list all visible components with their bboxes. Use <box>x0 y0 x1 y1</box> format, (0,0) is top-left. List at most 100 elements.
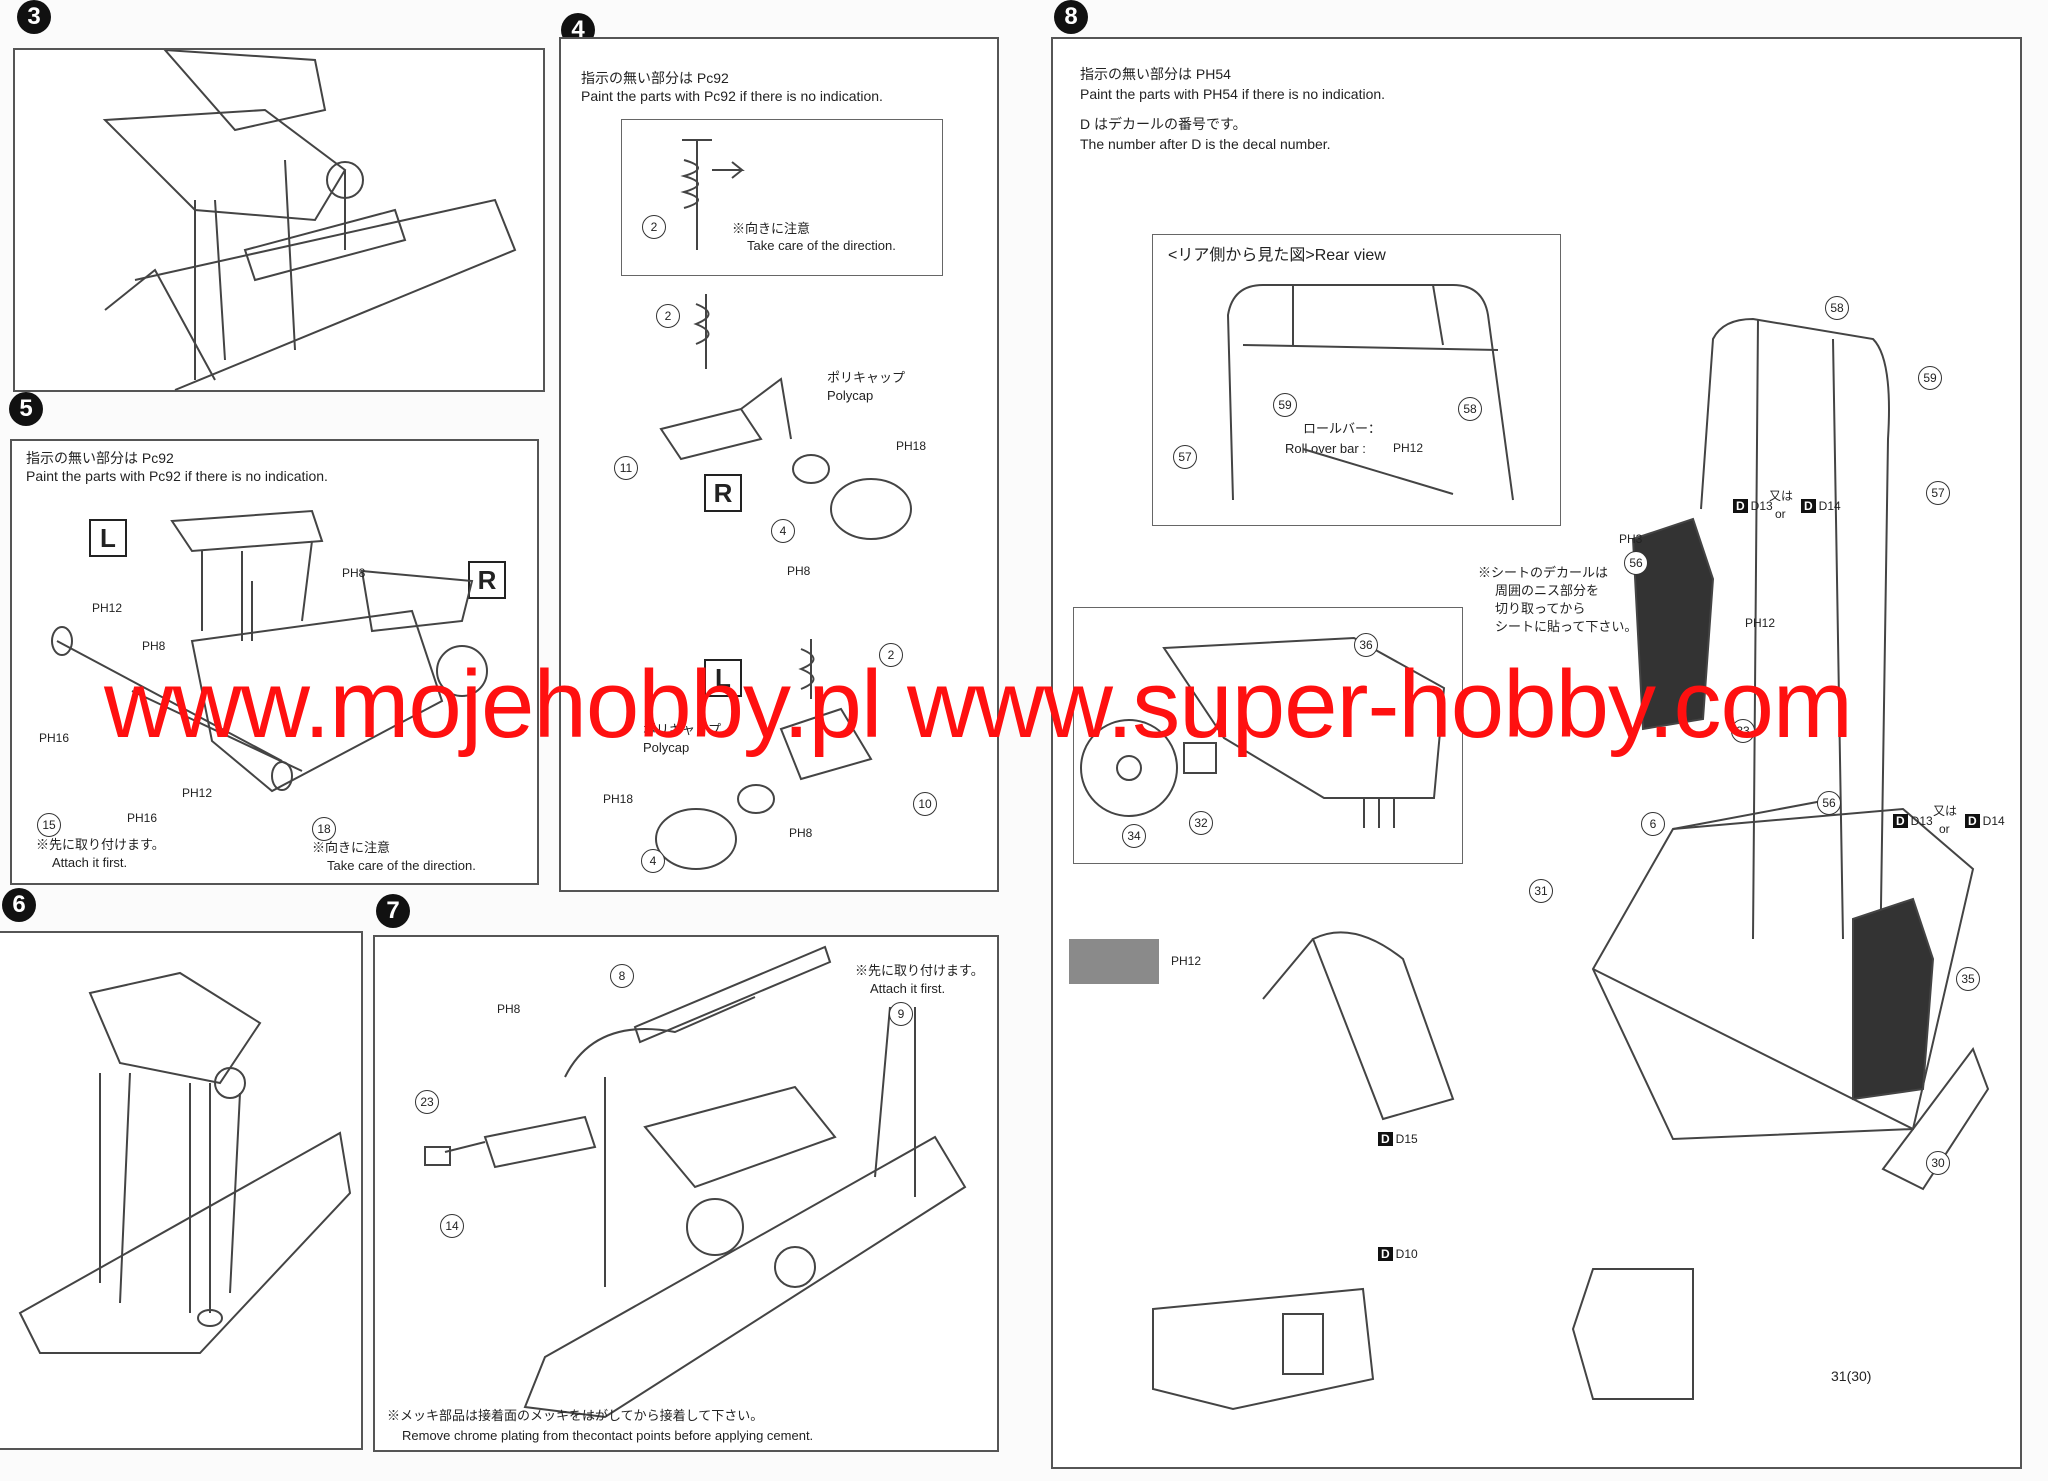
decal-d-icon: D <box>1378 1132 1393 1146</box>
step-5-panel: 指示の無い部分は Pc92 Paint the parts with Pc92 … <box>10 439 539 885</box>
part-number: 2 <box>642 215 666 239</box>
side-marker-r: R <box>704 474 742 512</box>
step-6-number: 6 <box>2 888 36 922</box>
attach-note-en: Attach it first. <box>870 981 946 996</box>
or-label-en: or <box>1775 507 1786 521</box>
polycap-label-en: Polycap <box>643 740 690 755</box>
decal-number: D14 <box>1982 814 2005 828</box>
door-panel-label: 31(30) <box>1831 1368 1872 1384</box>
paint-code: PH8 <box>789 826 813 840</box>
step-8-panel: 指示の無い部分は PH54 Paint the parts with PH54 … <box>1051 37 2022 1469</box>
part-number: 36 <box>1354 633 1378 657</box>
paint-code: PH8 <box>142 639 166 653</box>
part-number: 11 <box>614 456 638 480</box>
seat-note-line: ※シートのデカールは <box>1478 565 1609 580</box>
part-number: 9 <box>889 1002 913 1026</box>
paint-note-jp: 指示の無い部分は Pc92 <box>581 70 729 86</box>
or-label-en: or <box>1939 822 1950 836</box>
part-number: 33 <box>1731 719 1755 743</box>
part-number: 10 <box>913 792 937 816</box>
part-number: 2 <box>656 304 680 328</box>
dashboard-drawing <box>1080 636 1446 828</box>
paint-code: PH8 <box>342 566 366 580</box>
decal-d-icon: D <box>1965 814 1980 828</box>
step-5-number: 5 <box>9 392 43 426</box>
part-number: 59 <box>1918 366 1942 390</box>
part-number: 35 <box>1956 967 1980 991</box>
part-number: 32 <box>1189 811 1213 835</box>
rear-suspension-drawing <box>51 509 488 793</box>
rollbar-label-jp: ロールバー： <box>1303 421 1382 436</box>
part-number: 30 <box>1926 1151 1950 1175</box>
decal-d-icon: D <box>1733 499 1748 513</box>
chrome-note-en: Remove chrome plating from thecontact po… <box>402 1428 814 1443</box>
paint-code: PH18 <box>603 792 634 806</box>
shock-absorber-drawing <box>680 139 745 250</box>
part-number: 56 <box>1624 551 1648 575</box>
part-number: 57 <box>1173 445 1197 469</box>
decal-number: D13 <box>1750 499 1773 513</box>
paint-code: PH3 <box>1619 532 1643 546</box>
polycap-label-en: Polycap <box>827 388 874 403</box>
direction-inset: 2 ※向きに注意 Take care of the direction. <box>621 119 943 276</box>
part-number: 57 <box>1926 481 1950 505</box>
part-number: 56 <box>1817 791 1841 815</box>
decal-number: D14 <box>1818 499 1841 513</box>
paint-code: PH18 <box>896 439 927 453</box>
part-number: 4 <box>771 519 795 543</box>
part-number: 31 <box>1529 879 1553 903</box>
paint-note-en: Paint the parts with Pc92 if there is no… <box>581 88 883 104</box>
step-7-number: 7 <box>376 894 410 928</box>
direction-note-en: Take care of the direction. <box>747 238 896 253</box>
decal-d-icon: D <box>1801 499 1816 513</box>
paint-note-en: Paint the parts with Pc92 if there is no… <box>26 468 328 484</box>
paint-note-jp: 指示の無い部分は Pc92 <box>26 450 174 466</box>
part-number: 23 <box>415 1090 439 1114</box>
dashboard-inset: 36 34 32 <box>1073 607 1463 864</box>
side-marker-r: R <box>468 561 506 599</box>
exhaust-drawing <box>424 945 967 1419</box>
part-number: 18 <box>312 817 336 841</box>
paint-code: PH16 <box>127 811 158 825</box>
direction-note-jp: ※向きに注意 <box>312 840 391 855</box>
decal-number: D13 <box>1910 814 1933 828</box>
attach-note-en: Attach it first. <box>52 855 128 870</box>
part-number: 8 <box>610 964 634 988</box>
seat-note-line: シートに貼って下さい。 <box>1495 619 1638 634</box>
step-3-number: 3 <box>17 0 51 34</box>
paint-code: PH12 <box>92 601 123 615</box>
paint-code: PH12 <box>1393 441 1424 455</box>
direction-note-en: Take care of the direction. <box>327 858 476 873</box>
rollbar-rear-drawing <box>1226 284 1514 501</box>
paint-code: PH12 <box>1745 616 1776 630</box>
part-number: 59 <box>1273 393 1297 417</box>
polycap-label-jp: ポリキャップ <box>827 370 906 385</box>
side-marker-l: L <box>89 519 127 557</box>
seat-note-line: 周囲のニス部分を <box>1495 583 1600 598</box>
watermark: www.mojehobby.pl www.super-hobby.com <box>104 651 1853 758</box>
decal-number: D10 <box>1395 1247 1418 1261</box>
part-number: 14 <box>440 1214 464 1238</box>
or-label-jp: 又は <box>1769 489 1794 503</box>
attach-note-jp: ※先に取り付けます。 <box>36 837 165 852</box>
paint-code: PH12 <box>182 786 213 800</box>
side-marker-l: L <box>704 659 742 697</box>
part-number: 58 <box>1825 296 1849 320</box>
decal-note-en: The number after D is the decal number. <box>1080 136 1331 152</box>
part-number: 6 <box>1641 812 1665 836</box>
chassis-rear-drawing <box>18 971 352 1354</box>
seat-note-line: 切り取ってから <box>1495 601 1586 616</box>
part-number: 2 <box>879 643 903 667</box>
interior-drawing <box>1152 39 2024 1411</box>
decal-note-jp: D はデカールの番号です。 <box>1080 116 1247 132</box>
decal-d-icon: D <box>1378 1247 1393 1261</box>
direction-note-jp: ※向きに注意 <box>732 221 811 236</box>
rear-view-title: <リア側から見た図>Rear view <box>1168 247 1386 264</box>
paint-code: PH12 <box>1171 954 1202 968</box>
rear-view-inset: <リア側から見た図>Rear view 59 58 57 ロールバー： Roll… <box>1152 234 1561 526</box>
paint-note-jp: 指示の無い部分は PH54 <box>1080 66 1231 82</box>
decal-d-icon: D <box>1893 814 1908 828</box>
